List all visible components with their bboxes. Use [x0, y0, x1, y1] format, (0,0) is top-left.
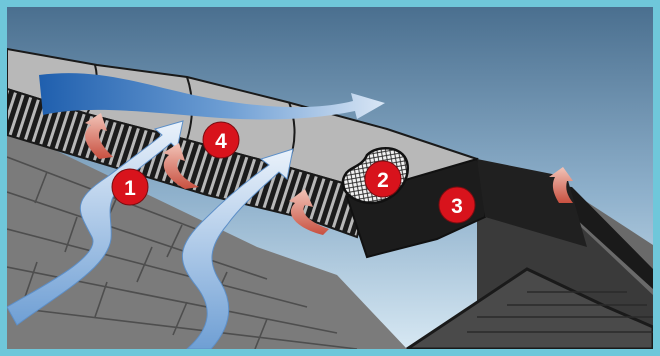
- badge-1-label: 1: [124, 177, 136, 200]
- badge-4-label: 4: [215, 130, 227, 153]
- badge-2: 2: [365, 161, 401, 197]
- badge-4: 4: [203, 122, 239, 158]
- badge-1: 1: [112, 169, 148, 205]
- roof-ventilation-diagram: 1 2 3 4: [7, 7, 653, 349]
- badge-3: 3: [439, 187, 475, 223]
- badge-3-label: 3: [451, 195, 463, 218]
- badge-2-label: 2: [377, 169, 389, 192]
